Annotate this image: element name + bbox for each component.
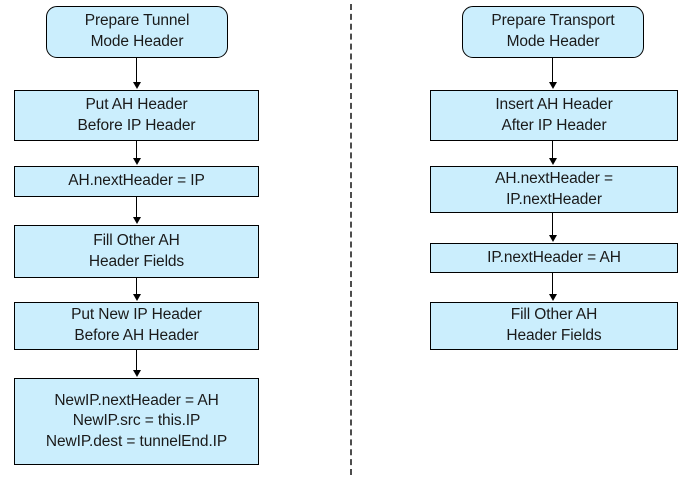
node-tunnel-step-2[interactable]: AH.nextHeader = IP	[14, 166, 259, 197]
node-tunnel-step-4[interactable]: Put New IP Header Before AH Header	[14, 302, 259, 350]
node-label: NewIP.nextHeader = AH NewIP.src = this.I…	[45, 391, 228, 450]
node-label: Put New IP Header Before AH Header	[71, 306, 202, 344]
arrow-tunnel-step4-to-step5	[131, 350, 143, 379]
arrow-tunnel-step1-to-step2	[131, 141, 143, 167]
node-transport-step-1[interactable]: Insert AH Header After IP Header	[430, 90, 678, 141]
node-transport-step-3[interactable]: IP.nextHeader = AH	[430, 243, 678, 273]
arrow-transport-start-to-step1	[547, 58, 559, 90]
node-label: Prepare Tunnel Mode Header	[84, 12, 190, 50]
node-transport-step-2[interactable]: AH.nextHeader = IP.nextHeader	[430, 166, 678, 213]
node-label: Fill Other AH Header Fields	[88, 231, 185, 270]
arrow-tunnel-start-to-step1	[131, 58, 143, 90]
node-tunnel-step-1[interactable]: Put AH Header Before IP Header	[14, 90, 259, 141]
arrow-tunnel-step2-to-step3	[131, 197, 143, 226]
node-transport-start[interactable]: Prepare Transport Mode Header	[462, 6, 644, 58]
column-divider	[350, 4, 352, 475]
node-label: Insert AH Header After IP Header	[495, 95, 613, 134]
arrow-transport-step1-to-step2	[547, 141, 559, 167]
node-label: Put AH Header Before IP Header	[77, 95, 196, 134]
node-label: AH.nextHeader = IP	[68, 172, 205, 190]
node-tunnel-start[interactable]: Prepare Tunnel Mode Header	[46, 6, 228, 58]
arrow-tunnel-step3-to-step4	[131, 278, 143, 303]
node-tunnel-step-3[interactable]: Fill Other AH Header Fields	[14, 225, 259, 278]
node-label: IP.nextHeader = AH	[487, 248, 621, 266]
node-label: Prepare Transport Mode Header	[491, 12, 615, 50]
node-tunnel-step-5[interactable]: NewIP.nextHeader = AH NewIP.src = this.I…	[14, 378, 259, 465]
arrow-transport-step3-to-step4	[547, 273, 559, 303]
node-transport-step-4[interactable]: Fill Other AH Header Fields	[430, 302, 678, 350]
node-label: AH.nextHeader = IP.nextHeader	[495, 169, 613, 208]
node-label: Fill Other AH Header Fields	[506, 306, 602, 344]
arrow-transport-step2-to-step3	[547, 213, 559, 244]
